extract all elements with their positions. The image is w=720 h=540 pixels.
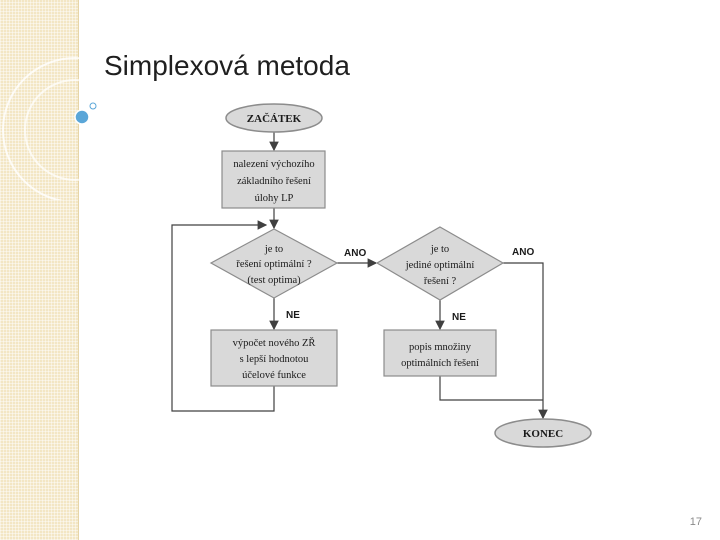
start-terminal [225,103,323,133]
describe-box [383,329,497,377]
test-opt-line-1: je to [264,244,283,255]
optimality-test-diamond [209,228,339,299]
test-opt-line-2: řešení optimální ? [236,259,312,270]
deco-bubble-large [74,109,90,125]
deco-ring-large [2,57,120,200]
compute-box [210,329,338,387]
decorative-circles [2,57,120,200]
describe-line-1: popis množiny [409,342,472,353]
init-line-1: nalezení výchozího [233,159,314,170]
init-line-3: úlohy LP [255,193,294,204]
end-label: KONEC [523,428,563,440]
sidebar-decoration [0,0,79,540]
init-box [221,150,326,209]
page-number: 17 [689,516,702,528]
yes-label-2: ANO [512,247,534,258]
deco-bubble-small [89,102,97,110]
describe-line-2: optimálních řešení [401,358,479,369]
end-terminal [494,418,592,448]
init-line-2: základního řešení [237,176,311,187]
arrow-unique-end [503,262,548,420]
uniqueness-test-diamond [375,226,505,301]
test-unique-line-3: řešení ? [424,276,457,287]
no-label-1: NE [286,310,300,321]
compute-line-3: účelové funkce [242,370,306,381]
no-label-2: NE [452,312,466,323]
connectors [171,131,548,420]
arrow-describe-end [439,376,543,401]
slide-title: Simplexová metoda [104,50,350,81]
start-label: ZAČÁTEK [247,112,302,125]
test-opt-line-3: (test optima) [247,275,301,286]
test-unique-line-2: jediné optimální [405,260,475,271]
compute-line-2: s lepší hodnotou [240,354,310,365]
test-unique-line-1: je to [430,244,449,255]
arrow-loop-back [171,220,275,412]
compute-line-1: výpočet nového ZŘ [233,337,316,349]
yes-label-1: ANO [344,248,366,259]
deco-ring-small [24,79,120,181]
